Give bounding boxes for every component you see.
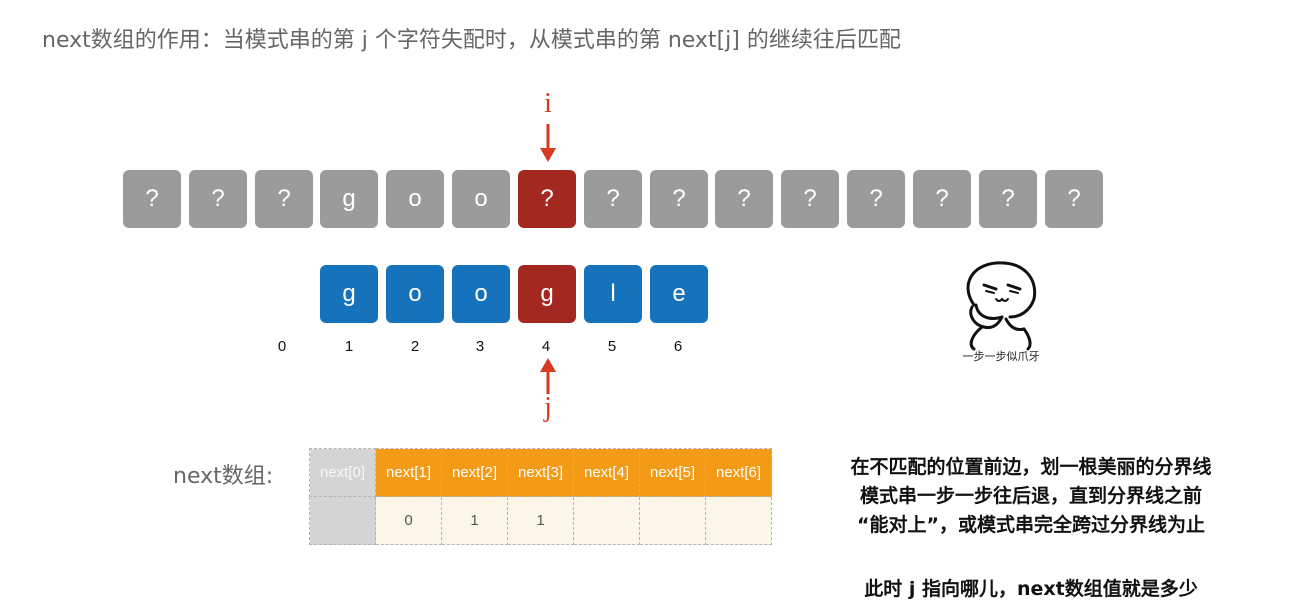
- explanation-text: 在不匹配的位置前边，划一根美丽的分界线 模式串一步一步往后退，直到分界线之前 “…: [786, 453, 1276, 540]
- index-label: 3: [475, 338, 485, 355]
- text-cell: ?: [189, 170, 247, 228]
- text-cell: ?: [584, 170, 642, 228]
- text-cell: ?: [650, 170, 708, 228]
- next-header-cell: next[3]: [507, 448, 574, 497]
- meme-face-image: [966, 261, 1037, 351]
- index-label: 1: [344, 338, 354, 355]
- question-text: 此时 j 指向哪儿，next数组值就是多少: [864, 578, 1198, 600]
- pointer-j-label: j: [544, 392, 552, 423]
- next-header-cell: next[2]: [441, 448, 508, 497]
- index-label: 6: [673, 338, 683, 355]
- explanation-line: 模式串一步一步往后退，直到分界线之前: [859, 485, 1202, 507]
- text-cell: ?: [715, 170, 773, 228]
- text-cell: ?: [255, 170, 313, 228]
- text-cell: g: [320, 170, 378, 228]
- text-cell: ?: [123, 170, 181, 228]
- explanation-line: 在不匹配的位置前边，划一根美丽的分界线: [850, 456, 1212, 478]
- pattern-cell: g: [320, 265, 378, 323]
- next-value-cell: [309, 496, 376, 545]
- pointer-j-arrow: [540, 358, 556, 394]
- next-value-cell: 0: [375, 496, 442, 545]
- index-label: 0: [277, 338, 287, 355]
- text-cell: ?: [913, 170, 971, 228]
- next-header-row: next[0] next[1] next[2] next[3] next[4] …: [309, 448, 772, 497]
- page-title: next数组的作用：当模式串的第 j 个字符失配时，从模式串的第 next[j]…: [42, 28, 901, 53]
- next-header-cell: next[4]: [573, 448, 640, 497]
- next-header-cell: next[6]: [705, 448, 772, 497]
- index-label: 4: [541, 338, 551, 355]
- pattern-cell: l: [584, 265, 642, 323]
- next-header-cell: next[0]: [309, 448, 376, 497]
- next-array-label: next数组:: [173, 464, 274, 489]
- index-label: 5: [607, 338, 617, 355]
- pattern-cell: o: [386, 265, 444, 323]
- next-value-cell: [573, 496, 640, 545]
- pointer-i-arrow: [540, 124, 556, 162]
- pattern-cell: e: [650, 265, 708, 323]
- text-cell: o: [386, 170, 444, 228]
- index-label: 2: [410, 338, 420, 355]
- text-cell: o: [452, 170, 510, 228]
- next-value-row: 0 1 1: [309, 496, 772, 545]
- next-array-table: next[0] next[1] next[2] next[3] next[4] …: [309, 448, 772, 545]
- pattern-cell: o: [452, 265, 510, 323]
- next-value-cell: 1: [507, 496, 574, 545]
- text-cell: ?: [781, 170, 839, 228]
- explanation-line: “能对上”，或模式串完全跨过分界线为止: [857, 514, 1205, 536]
- pointer-i-label: i: [544, 88, 552, 119]
- next-value-cell: 1: [441, 496, 508, 545]
- next-value-cell: [705, 496, 772, 545]
- text-cell: ?: [979, 170, 1037, 228]
- text-cell-mismatch: ?: [518, 170, 576, 228]
- meme-caption: 一步一步似爪牙: [962, 350, 1040, 363]
- text-cell: ?: [1045, 170, 1103, 228]
- pattern-cell-mismatch: g: [518, 265, 576, 323]
- next-header-cell: next[1]: [375, 448, 442, 497]
- next-header-cell: next[5]: [639, 448, 706, 497]
- text-cell: ?: [847, 170, 905, 228]
- next-value-cell: [639, 496, 706, 545]
